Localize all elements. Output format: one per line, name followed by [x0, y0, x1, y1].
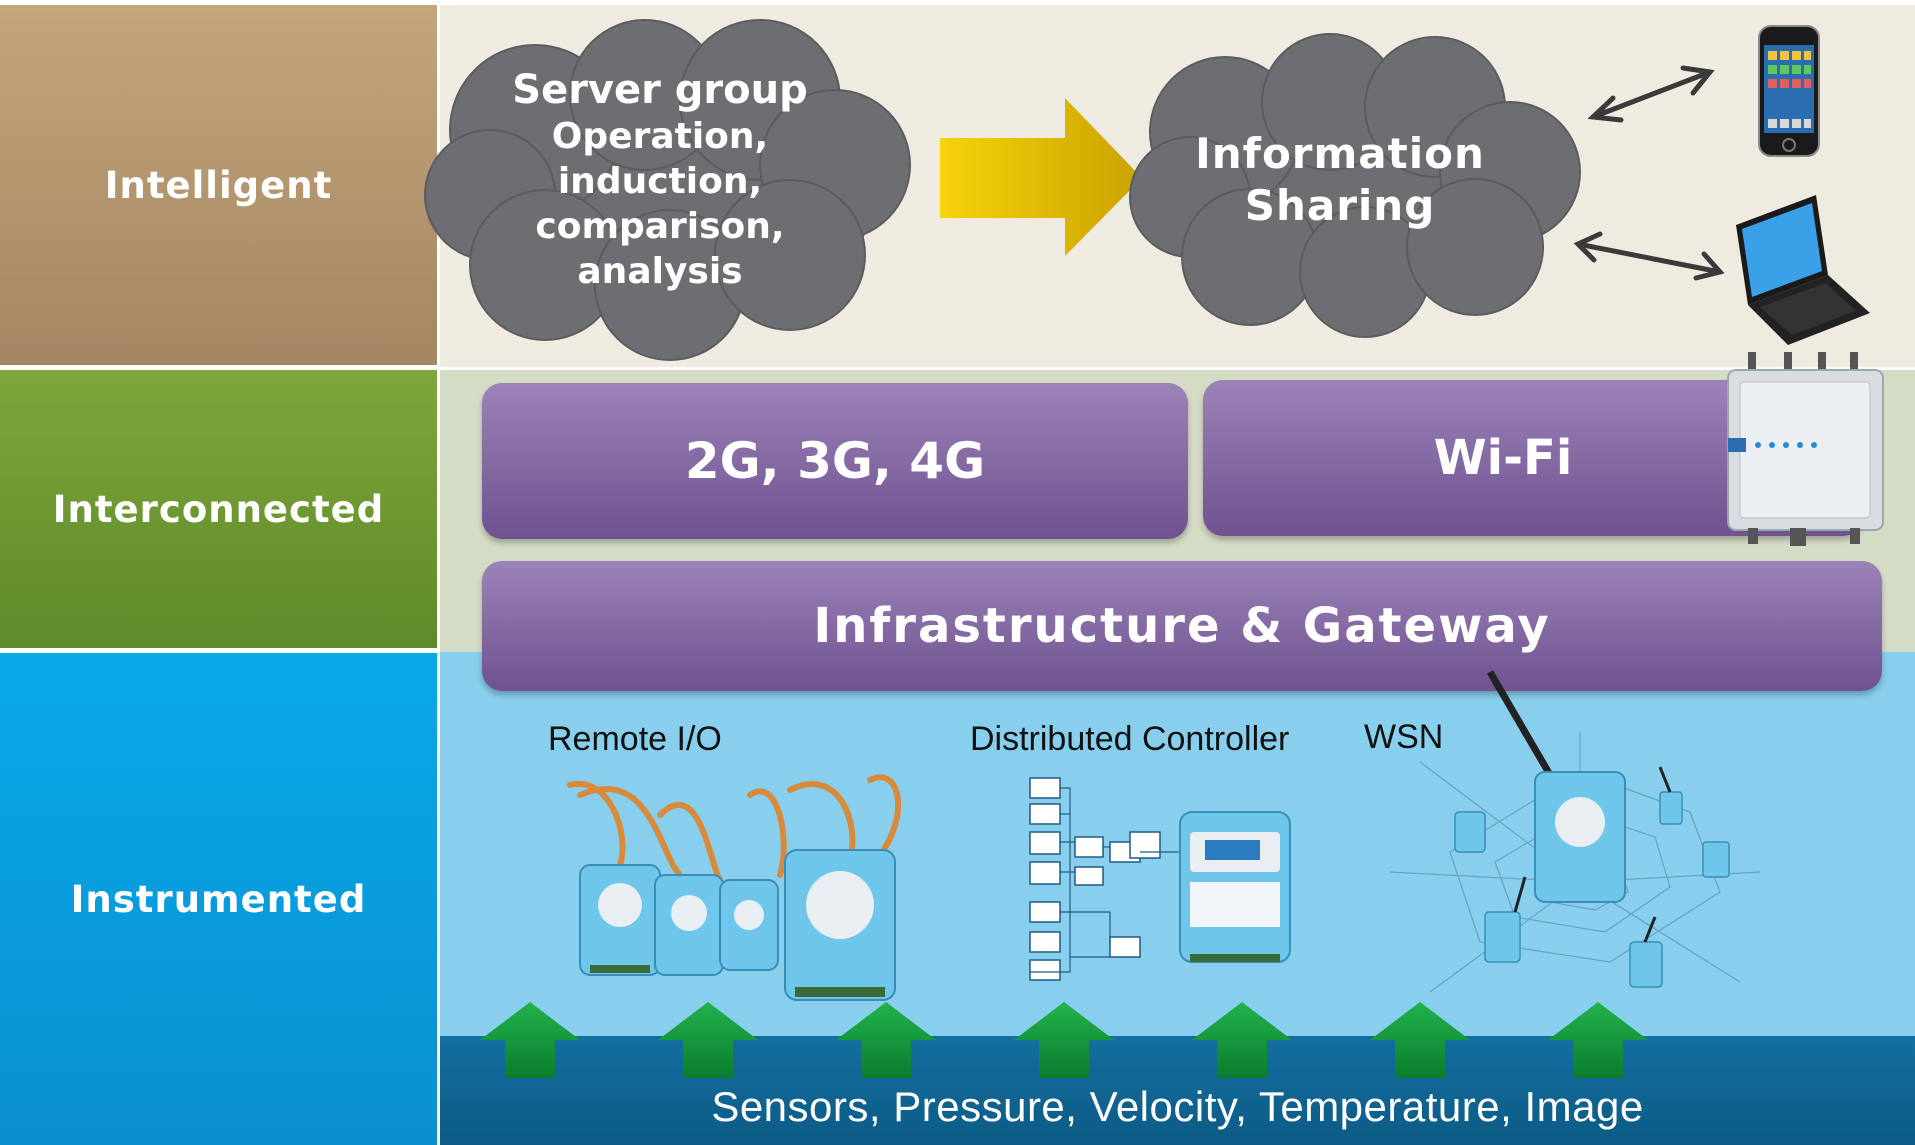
- up-arrow-icon: [1014, 1002, 1114, 1078]
- remote-io-label: Remote I/O: [548, 720, 722, 758]
- layer-label-instrumented: Instrumented: [0, 653, 437, 1145]
- cellular-network-label: 2G, 3G, 4G: [684, 432, 986, 490]
- up-arrow-icon: [1548, 1002, 1648, 1078]
- info-cloud-text: Information Sharing: [1170, 128, 1510, 232]
- info-cloud-line: Information: [1195, 129, 1485, 178]
- info-cloud-line: Sharing: [1244, 181, 1436, 230]
- smartphone-icon: [1758, 25, 1820, 157]
- server-cloud-line: comparison,: [535, 206, 785, 247]
- layer-label-interconnected: Interconnected: [0, 370, 437, 648]
- sensor-input-arrows: [480, 1002, 1648, 1078]
- server-cloud-text: Server group Operation, induction, compa…: [470, 66, 850, 294]
- info-cloud-shape: [1129, 33, 1581, 338]
- wifi-network-label: Wi-Fi: [1433, 430, 1573, 486]
- layer-label-intelligent: Intelligent: [0, 5, 437, 365]
- server-cloud-line: analysis: [577, 251, 743, 292]
- up-arrow-icon: [658, 1002, 758, 1078]
- remote-io-modules-image: [567, 774, 902, 1001]
- server-cloud-title: Server group: [512, 67, 808, 113]
- up-arrow-icon: [836, 1002, 936, 1078]
- gateway-label: Infrastructure & Gateway: [813, 598, 1551, 654]
- server-cloud-shape: [424, 19, 911, 361]
- access-point-icon: [1727, 352, 1884, 546]
- up-arrow-icon: [1370, 1002, 1470, 1078]
- wsn-network-image: [1389, 670, 1761, 993]
- laptop-icon: [1736, 195, 1870, 345]
- wsn-label: WSN: [1364, 718, 1444, 756]
- phone-link-arrow-icon: [1587, 65, 1715, 123]
- cellular-network-box: 2G, 3G, 4G: [482, 383, 1188, 539]
- up-arrow-icon: [480, 1002, 580, 1078]
- distributed-controller-label: Distributed Controller: [970, 720, 1290, 758]
- server-cloud-line: induction,: [557, 161, 763, 202]
- sensors-caption: Sensors, Pressure, Velocity, Temperature…: [711, 1083, 1644, 1130]
- gateway-box: Infrastructure & Gateway: [482, 561, 1882, 691]
- up-arrow-icon: [1192, 1002, 1292, 1078]
- server-cloud-line: Operation,: [551, 116, 769, 157]
- laptop-link-arrow-icon: [1573, 231, 1725, 281]
- distributed-controller-image: [1029, 777, 1291, 981]
- flow-arrow-icon: [940, 98, 1142, 256]
